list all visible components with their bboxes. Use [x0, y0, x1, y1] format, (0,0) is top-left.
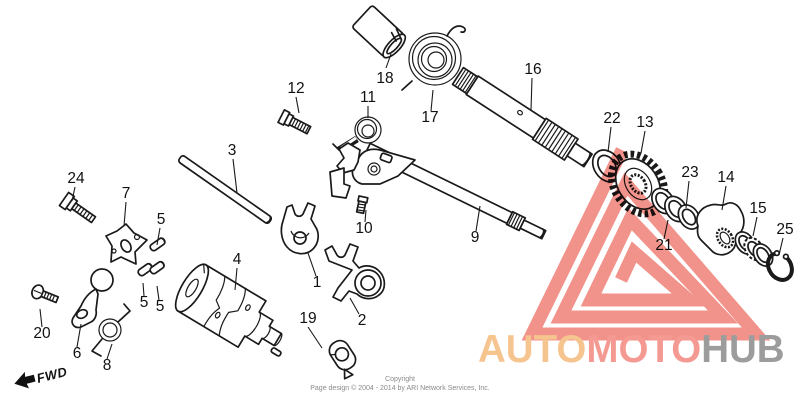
callout-23: 23 — [681, 164, 698, 181]
part-5-pin-c — [149, 260, 165, 275]
callout-5b: 5 — [140, 294, 149, 311]
callout-11: 11 — [360, 89, 376, 106]
callout-5a: 5 — [157, 211, 166, 228]
callout-15: 15 — [749, 200, 766, 217]
copyright-line2: Page design © 2004 - 2014 by ARI Network… — [310, 384, 490, 392]
callout-10: 10 — [355, 220, 373, 237]
part-20-bolt — [31, 284, 60, 304]
part-25-circlip — [765, 249, 794, 282]
part-18-collar — [352, 5, 407, 59]
part-21-washers — [650, 187, 689, 223]
part-4-shift-drum — [174, 263, 283, 357]
automotohub-watermark: AUTOMOTOHUB — [478, 147, 785, 371]
callout-4: 4 — [233, 251, 242, 268]
leader-lines — [39, 53, 784, 360]
callout-20: 20 — [33, 325, 51, 342]
part-1-fork — [280, 202, 319, 255]
callout-19: 19 — [299, 310, 316, 327]
callout-3: 3 — [228, 142, 237, 159]
part-16-shaft — [451, 66, 593, 168]
part-23-washer — [677, 204, 701, 230]
callout-12: 12 — [287, 80, 304, 97]
callout-9: 9 — [471, 229, 480, 246]
brand-wordmark: AUTOMOTOHUB — [478, 328, 785, 371]
brand-moto: MOTO — [586, 328, 701, 371]
part-19-plate — [328, 339, 357, 380]
callout-8: 8 — [103, 357, 112, 374]
part-24-bolt — [58, 191, 97, 224]
fwd-direction-marker: FWD — [14, 364, 69, 389]
callout-17: 17 — [421, 109, 438, 126]
callout-25: 25 — [776, 221, 793, 238]
callout-24: 24 — [67, 170, 85, 187]
callout-13: 13 — [636, 114, 653, 131]
gearshift-arm-assembly — [329, 142, 416, 199]
part-10-screw — [355, 195, 369, 215]
part-7-star-plate — [105, 223, 148, 265]
part-3-rod — [178, 155, 273, 225]
triangle-spiral-logo — [521, 147, 771, 341]
fwd-label: FWD — [35, 364, 69, 386]
part-12-bolt — [277, 109, 312, 135]
part-8-spring — [91, 303, 131, 357]
callout-labels: 1 2 3 4 5 5 5 6 7 8 9 10 11 12 13 14 15 … — [33, 61, 793, 374]
part-6-stopper-arm — [71, 268, 114, 329]
callout-2: 2 — [358, 312, 367, 329]
brand-hub: HUB — [701, 328, 784, 371]
part-2-fork — [324, 243, 386, 302]
part-17-spring — [401, 25, 467, 91]
part-14-joint — [696, 201, 745, 256]
copyright-line1: Copyright — [385, 376, 415, 383]
callout-6: 6 — [73, 345, 82, 362]
brand-auto: AUTO — [478, 328, 586, 371]
callout-7: 7 — [122, 185, 131, 202]
callout-18: 18 — [376, 70, 393, 87]
callout-5c: 5 — [156, 298, 165, 315]
copyright-footer: Copyright Page design © 2004 - 2014 by A… — [310, 376, 490, 392]
callout-14: 14 — [717, 169, 735, 186]
callout-22: 22 — [603, 110, 620, 127]
callout-16: 16 — [524, 61, 541, 78]
fwd-arrow-icon — [14, 371, 36, 389]
callout-1: 1 — [313, 274, 322, 291]
